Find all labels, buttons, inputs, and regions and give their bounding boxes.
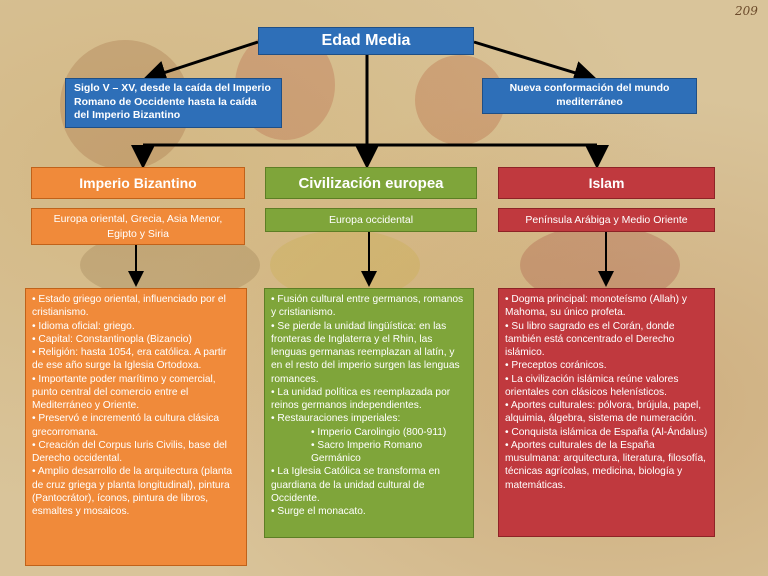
sub-list-item: • Imperio Carolingio (800-911): [311, 426, 447, 438]
list-item: • Se pierde la unidad lingüística: en la…: [271, 320, 460, 385]
region-civilizacion-europea: Europa occidental: [265, 208, 477, 232]
list-item: • Religión: hasta 1054, era católica. A …: [32, 347, 227, 372]
list-item: • Surge el monacato.: [271, 506, 366, 517]
sub-list-item: • Sacro Imperio Romano Germánico: [311, 439, 423, 464]
list-item: • Idioma oficial: griego.: [32, 320, 135, 332]
heading-text: Imperio Bizantino: [79, 175, 197, 191]
list-item: • Aportes culturales: pólvora, brújula, …: [505, 400, 702, 425]
page-number: 209: [735, 4, 758, 18]
heading-islam: Islam: [498, 167, 715, 199]
list-item: • Estado griego oriental, influenciado p…: [32, 294, 226, 319]
region-text: Europa occidental: [328, 213, 414, 226]
region-imperio-bizantino: Europa oriental, Grecia, Asia Menor, Egi…: [31, 208, 245, 245]
mediterranean-text: Nueva conformación del mundo mediterráne…: [509, 82, 670, 108]
title-box: Edad Media: [258, 27, 474, 55]
list-item: • Importante poder marítimo y comercial,…: [32, 373, 216, 412]
list-item: • Restauraciones imperiales:: [271, 413, 401, 425]
info-box-period: Siglo V – XV, desde la caída del Imperio…: [65, 78, 282, 128]
info-box-mediterranean: Nueva conformación del mundo mediterráne…: [482, 78, 697, 114]
list-item: • Aportes culturales de la España musulm…: [505, 439, 707, 491]
region-text: Europa oriental, Grecia, Asia Menor, Egi…: [53, 213, 223, 240]
list-item: • Amplio desarrollo de la arquitectura (…: [32, 466, 233, 517]
list-civilizacion-europea: • Fusión cultural entre germanos, romano…: [264, 288, 474, 538]
list-item: • La unidad política es reemplazada por …: [271, 386, 451, 411]
title-text: Edad Media: [321, 32, 411, 49]
list-item: • Fusión cultural entre germanos, romano…: [271, 294, 464, 319]
region-text: Península Arábiga y Medio Oriente: [525, 213, 688, 226]
list-item: • Preceptos coránicos.: [505, 360, 607, 372]
list-item: • Conquista islámica de España (Al-Ándal…: [505, 426, 708, 438]
list-item: • Capital: Constantinopla (Bizancio): [32, 333, 192, 345]
list-item: • Dogma principal: monoteísmo (Allah) y …: [505, 294, 687, 319]
heading-text: Civilización europea: [298, 174, 444, 192]
list-item: • Su libro sagrado es el Corán, donde ta…: [505, 320, 675, 359]
heading-text: Islam: [588, 175, 625, 191]
list-item: • La civilización islámica reúne valores…: [505, 373, 679, 398]
list-imperio-bizantino: • Estado griego oriental, influenciado p…: [25, 288, 247, 566]
list-item: • Creación del Corpus Iuris Civilis, bas…: [32, 439, 227, 464]
list-item: • Preservó e incrementó la cultura clási…: [32, 413, 220, 438]
list-islam: • Dogma principal: monoteísmo (Allah) y …: [498, 288, 715, 537]
list-item: • La Iglesia Católica se transforma en g…: [271, 466, 440, 504]
heading-imperio-bizantino: Imperio Bizantino: [31, 167, 245, 199]
region-islam: Península Arábiga y Medio Oriente: [498, 208, 715, 232]
heading-civilizacion-europea: Civilización europea: [265, 167, 477, 199]
period-text: Siglo V – XV, desde la caída del Imperio…: [74, 82, 271, 122]
